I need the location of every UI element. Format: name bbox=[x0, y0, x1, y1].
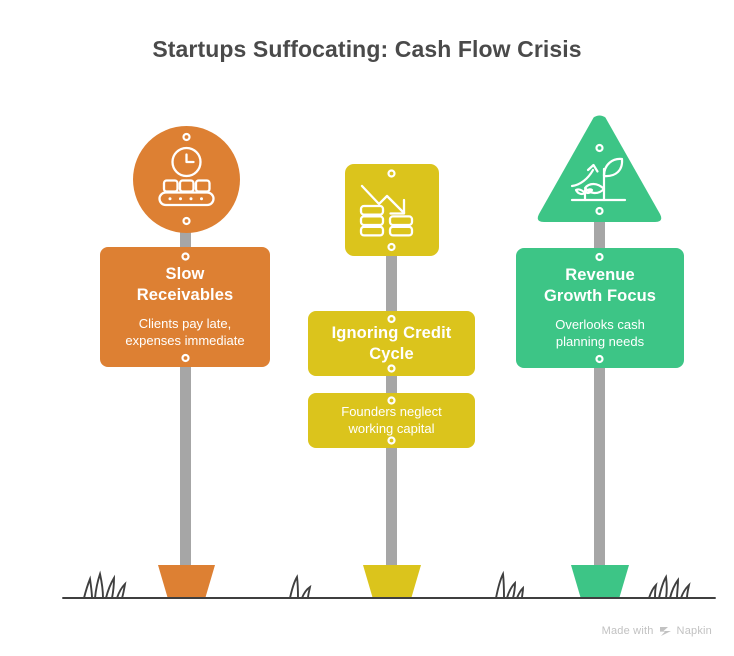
bolt bbox=[181, 252, 190, 261]
ground bbox=[62, 570, 716, 599]
bolt bbox=[387, 169, 396, 178]
sign-base-ignoring-credit-cycle bbox=[363, 565, 421, 599]
grass-tuft bbox=[495, 570, 524, 599]
sign-plate-ignoring-credit-cycle-title bbox=[308, 311, 475, 376]
footer-brand-label: Napkin bbox=[676, 625, 712, 637]
bolt bbox=[182, 132, 191, 142]
bolt bbox=[387, 436, 396, 445]
napkin-logo-icon bbox=[659, 626, 672, 637]
grass-tuft bbox=[289, 574, 312, 599]
bolt bbox=[595, 252, 604, 262]
bolt bbox=[387, 314, 396, 324]
bolt bbox=[595, 354, 604, 364]
bolt bbox=[387, 396, 396, 405]
footer-made-with-label: Made with bbox=[601, 625, 654, 637]
declining-arrow-coins-icon bbox=[359, 184, 414, 237]
sign-revenue-growth-focus[interactable] bbox=[516, 115, 684, 600]
bolt bbox=[595, 206, 604, 216]
bolt bbox=[387, 364, 396, 373]
sign-ignoring-credit-cycle[interactable] bbox=[308, 164, 475, 599]
clock-conveyor-belt-icon bbox=[158, 146, 215, 207]
post-revenue-growth-focus bbox=[594, 215, 605, 570]
sign-slow-receivables[interactable] bbox=[100, 126, 270, 599]
sign-head-triangle-green bbox=[537, 115, 662, 222]
bolt bbox=[181, 353, 190, 363]
sign-head-square-yellow bbox=[345, 164, 439, 256]
grass-tuft bbox=[83, 570, 127, 599]
post-slow-receivables bbox=[180, 225, 191, 570]
bolt bbox=[595, 143, 604, 153]
sign-plate-slow-receivables bbox=[100, 247, 270, 367]
page-title: Startups Suffocating: Cash Flow Crisis bbox=[152, 36, 582, 62]
growing-plant-arrow-icon bbox=[570, 157, 627, 202]
bolt bbox=[182, 216, 191, 226]
bolt bbox=[387, 242, 396, 252]
grass-tuft bbox=[648, 574, 691, 599]
made-with-napkin-footer[interactable]: Made with Napkin bbox=[602, 625, 712, 637]
sign-base-revenue-growth-focus bbox=[571, 565, 629, 599]
sign-base-slow-receivables bbox=[158, 565, 215, 599]
sign-plate-revenue-growth-focus bbox=[516, 248, 684, 368]
sign-plate-ignoring-credit-cycle-desc bbox=[308, 393, 475, 448]
